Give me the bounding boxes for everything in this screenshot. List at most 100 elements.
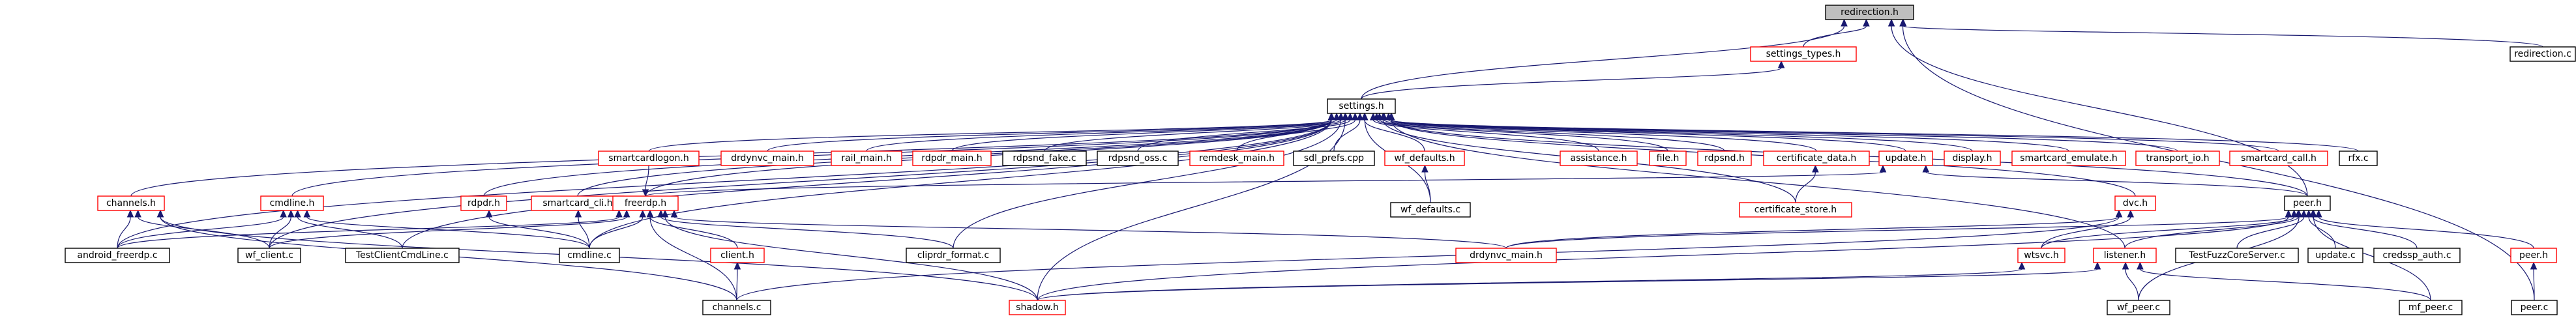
node-box[interactable] [2175,248,2299,263]
node-display-h[interactable]: display.h [1944,151,2001,166]
node-box[interactable] [2017,248,2065,263]
node-dvc-h[interactable]: dvc.h [2114,195,2156,211]
node-box[interactable] [1750,46,1857,62]
node-box[interactable] [2510,248,2557,263]
node-box[interactable] [1739,202,1852,218]
node-certificate-data-h[interactable]: certificate_data.h [1763,151,1870,166]
node-smartcardlogon-h[interactable]: smartcardlogon.h [598,151,700,166]
node-box[interactable] [2373,248,2461,263]
node-rdpdr-main-h[interactable]: rdpdr_main.h [912,151,992,166]
node-update-c[interactable]: update.c [2307,248,2363,263]
node-box[interactable] [345,248,460,263]
node-rdpdr-h[interactable]: rdpdr.h [460,195,507,211]
node-box[interactable] [559,248,620,263]
node-smartcard-emulate-h[interactable]: smartcard_emulate.h [2011,151,2126,166]
node-update-h-top[interactable]: update.h [1878,151,1933,166]
node-box[interactable] [1189,151,1284,166]
node-box[interactable] [2114,195,2156,211]
node-wtsvc-h[interactable]: wtsvc.h [2017,248,2065,263]
node-smartcard-call-h[interactable]: smartcard_call.h [2229,151,2328,166]
node-box[interactable] [1560,151,1638,166]
node-box[interactable] [1390,202,1471,218]
node-channels-c[interactable]: channels.c [702,300,771,315]
node-box[interactable] [831,151,902,166]
node-remdesk-main-h[interactable]: remdesk_main.h [1189,151,1284,166]
node-box[interactable] [2509,46,2576,62]
node-box[interactable] [1009,300,1066,315]
node-smartcard-cli-h[interactable]: smartcard_cli.h [531,195,625,211]
node-box[interactable] [260,195,324,211]
node-peer-h-red[interactable]: peer.h [2510,248,2557,263]
node-certificate-store-h[interactable]: certificate_store.h [1739,202,1852,218]
node-settings-types-h[interactable]: settings_types.h [1750,46,1857,62]
node-freerdp-h[interactable]: freerdp.h [612,195,679,211]
node-box[interactable] [2511,300,2558,315]
node-cmdline-c[interactable]: cmdline.c [559,248,620,263]
node-box[interactable] [1878,151,1933,166]
node-box[interactable] [1293,151,1375,166]
node-box[interactable] [2284,195,2331,211]
node-peer-h[interactable]: peer.h [2284,195,2331,211]
node-wf-defaults-c[interactable]: wf_defaults.c [1390,202,1471,218]
node-box[interactable] [1002,151,1087,166]
node-box[interactable] [1384,151,1465,166]
node-channels-h[interactable]: channels.h [97,195,165,211]
node-android-freerdp-c[interactable]: android_freerdp.c [65,248,170,263]
node-box[interactable] [1455,248,1557,263]
node-box[interactable] [912,151,992,166]
node-redirection-c[interactable]: redirection.c [2509,46,2576,62]
node-box[interactable] [2229,151,2328,166]
node-rfx-c[interactable]: rfx.c [2339,151,2378,166]
node-rdpsnd-h[interactable]: rdpsnd.h [1697,151,1752,166]
node-box[interactable] [97,195,165,211]
node-TestFuzzCoreServer-c[interactable]: TestFuzzCoreServer.c [2175,248,2299,263]
node-settings-h[interactable]: settings.h [1327,98,1396,114]
node-assistance-h[interactable]: assistance.h [1560,151,1638,166]
node-box[interactable] [1327,98,1396,114]
node-drdynvc-main-h-top[interactable]: drdynvc_main.h [720,151,814,166]
node-cmdline-h[interactable]: cmdline.h [260,195,324,211]
node-credssp-auth-c[interactable]: credssp_auth.c [2373,248,2461,263]
node-box[interactable] [2307,248,2363,263]
node-rail-main-h[interactable]: rail_main.h [831,151,902,166]
node-transport-io-h[interactable]: transport_io.h [2135,151,2220,166]
node-shadow-h[interactable]: shadow.h [1009,300,1066,315]
node-TestClientCmdLine-c[interactable]: TestClientCmdLine.c [345,248,460,263]
node-box[interactable] [2093,248,2157,263]
node-file-h[interactable]: file.h [1649,151,1687,166]
node-rdpsnd-fake-c[interactable]: rdpsnd_fake.c [1002,151,1087,166]
node-box[interactable] [1944,151,2001,166]
node-cliprdr-format-c[interactable]: cliprdr_format.c [906,248,1001,263]
node-box[interactable] [612,195,679,211]
node-box[interactable] [1697,151,1752,166]
node-box[interactable] [710,248,765,263]
node-sdl-prefs-cpp[interactable]: sdl_prefs.cpp [1293,151,1375,166]
node-box[interactable] [2399,300,2463,315]
node-box[interactable] [2339,151,2378,166]
node-drdynvc-main-h[interactable]: drdynvc_main.h [1455,248,1557,263]
node-box[interactable] [1649,151,1687,166]
node-box[interactable] [1763,151,1870,166]
node-mf-peer-c[interactable]: mf_peer.c [2399,300,2463,315]
node-box[interactable] [65,248,170,263]
node-box[interactable] [598,151,700,166]
node-peer-c[interactable]: peer.c [2511,300,2558,315]
node-box[interactable] [1825,5,1914,20]
node-wf-defaults-h[interactable]: wf_defaults.h [1384,151,1465,166]
node-client-h[interactable]: client.h [710,248,765,263]
node-box[interactable] [1097,151,1179,166]
node-box[interactable] [702,300,771,315]
node-wf-client-c[interactable]: wf_client.c [237,248,301,263]
node-box[interactable] [720,151,814,166]
node-box[interactable] [2135,151,2220,166]
node-redirection-h[interactable]: redirection.h [1825,5,1914,20]
node-wf-peer-c[interactable]: wf_peer.c [2107,300,2170,315]
node-box[interactable] [2011,151,2126,166]
node-box[interactable] [460,195,507,211]
node-rdpsnd-oss-c[interactable]: rdpsnd_oss.c [1097,151,1179,166]
node-box[interactable] [2107,300,2170,315]
node-box[interactable] [906,248,1001,263]
node-listener-h[interactable]: listener.h [2093,248,2157,263]
node-box[interactable] [237,248,301,263]
edge-arrowhead [2115,209,2123,218]
